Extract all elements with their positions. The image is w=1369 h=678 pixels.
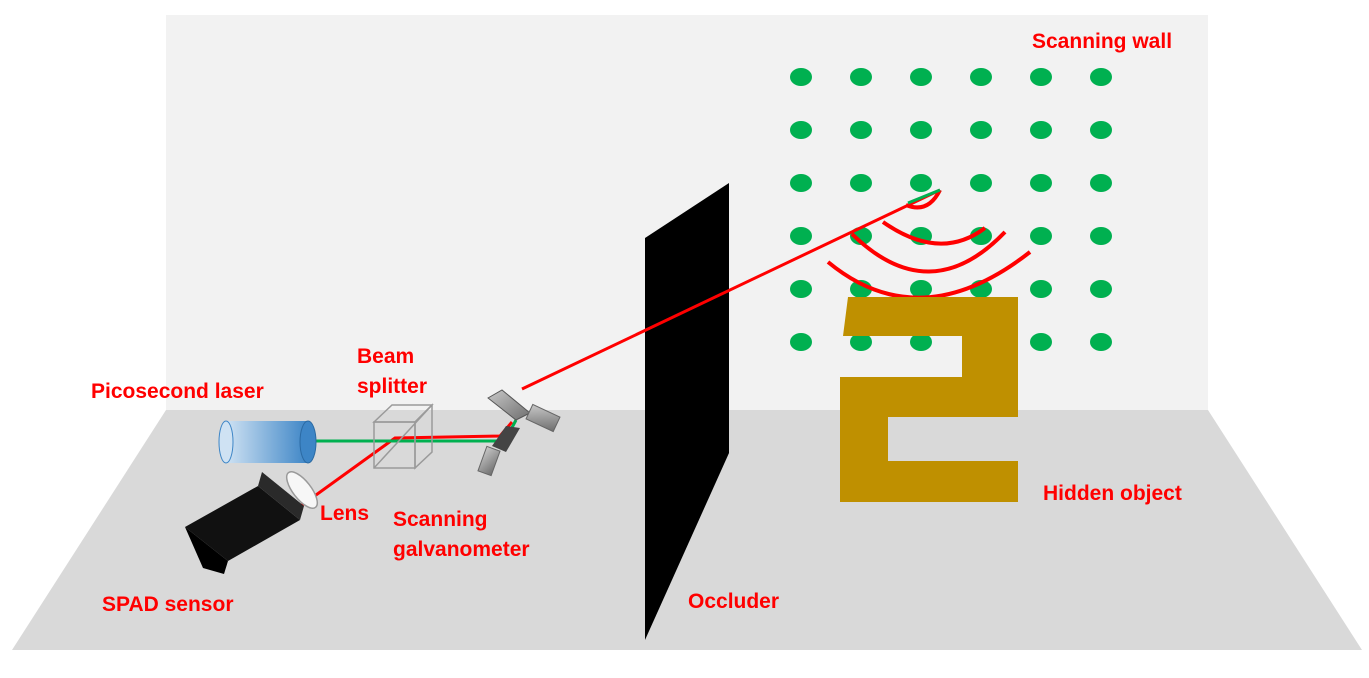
scan-point [1030, 227, 1052, 245]
label-beam-splitter-line2: splitter [357, 375, 427, 398]
scan-point [1090, 68, 1112, 86]
label-picosecond-laser: Picosecond laser [91, 380, 264, 403]
scan-point [1030, 174, 1052, 192]
scan-point [910, 121, 932, 139]
picosecond-laser-device [218, 420, 317, 464]
spad-sensor-device [185, 472, 304, 574]
scan-point [1030, 121, 1052, 139]
scan-point [850, 174, 872, 192]
scan-point [1090, 280, 1112, 298]
scan-point [1090, 121, 1112, 139]
scan-point [1030, 333, 1052, 351]
label-scanning-galvanometer-line1: Scanning [393, 508, 488, 531]
scan-point [790, 174, 812, 192]
scan-point [910, 68, 932, 86]
scan-point [910, 280, 932, 298]
wavefront-arc-1 [905, 189, 942, 210]
scan-point [850, 121, 872, 139]
beam-to-wall [521, 188, 941, 391]
scan-point [790, 68, 812, 86]
scan-point [970, 68, 992, 86]
wavefront-arc-3 [850, 230, 1007, 274]
scan-point [1030, 280, 1052, 298]
scan-point [970, 227, 992, 245]
label-spad-sensor: SPAD sensor [102, 593, 234, 616]
label-lens: Lens [320, 502, 369, 525]
scan-point [1090, 227, 1112, 245]
occluder-panel [645, 183, 729, 640]
scan-point [910, 174, 932, 192]
scan-point [1030, 68, 1052, 86]
scan-point [790, 121, 812, 139]
lens-element [285, 471, 319, 509]
scan-point [970, 174, 992, 192]
scan-point [850, 68, 872, 86]
reference-beam-wall [907, 188, 941, 205]
scan-point [1090, 333, 1112, 351]
label-hidden-object: Hidden object [1043, 482, 1182, 505]
scan-point [1090, 174, 1112, 192]
label-scanning-wall: Scanning wall [1032, 30, 1172, 53]
scan-point [790, 227, 812, 245]
label-scanning-galvanometer-line2: galvanometer [393, 538, 530, 561]
hidden-object-shape [840, 297, 1018, 502]
scan-point [850, 333, 872, 351]
scan-point [790, 333, 812, 351]
scan-point [790, 280, 812, 298]
label-occluder: Occluder [688, 590, 779, 613]
scan-point [970, 121, 992, 139]
scan-point [910, 333, 932, 351]
label-beam-splitter-line1: Beam [357, 345, 414, 368]
wavefront-arc-2 [881, 220, 987, 246]
beam-splitter-cube [372, 403, 434, 470]
scanning-galvanometer-device [477, 389, 561, 477]
